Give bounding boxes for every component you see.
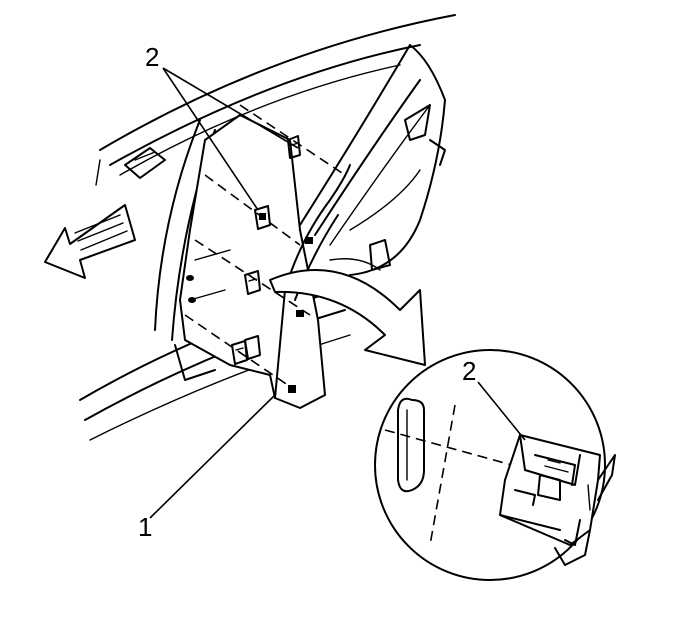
detail-view-arrow-icon: [269, 269, 426, 366]
detail-view-circle: [374, 349, 616, 581]
callout-number-2: 2: [145, 42, 159, 72]
forward-direction-arrow-icon: [44, 204, 136, 279]
retainer-clip: [231, 340, 248, 365]
callout-number-2-detail: 2: [462, 356, 476, 386]
retainer-clip-detail: [499, 434, 616, 566]
retainer-clip: [244, 270, 261, 295]
callout-leaders: [149, 67, 526, 519]
retainer-clips: [231, 135, 301, 365]
retainer-clip: [244, 335, 261, 360]
alignment-lines: [184, 104, 346, 391]
retainer-clip: [254, 205, 271, 230]
pillar-trim-panel: [179, 114, 351, 409]
callout-number-1: 1: [138, 512, 152, 542]
